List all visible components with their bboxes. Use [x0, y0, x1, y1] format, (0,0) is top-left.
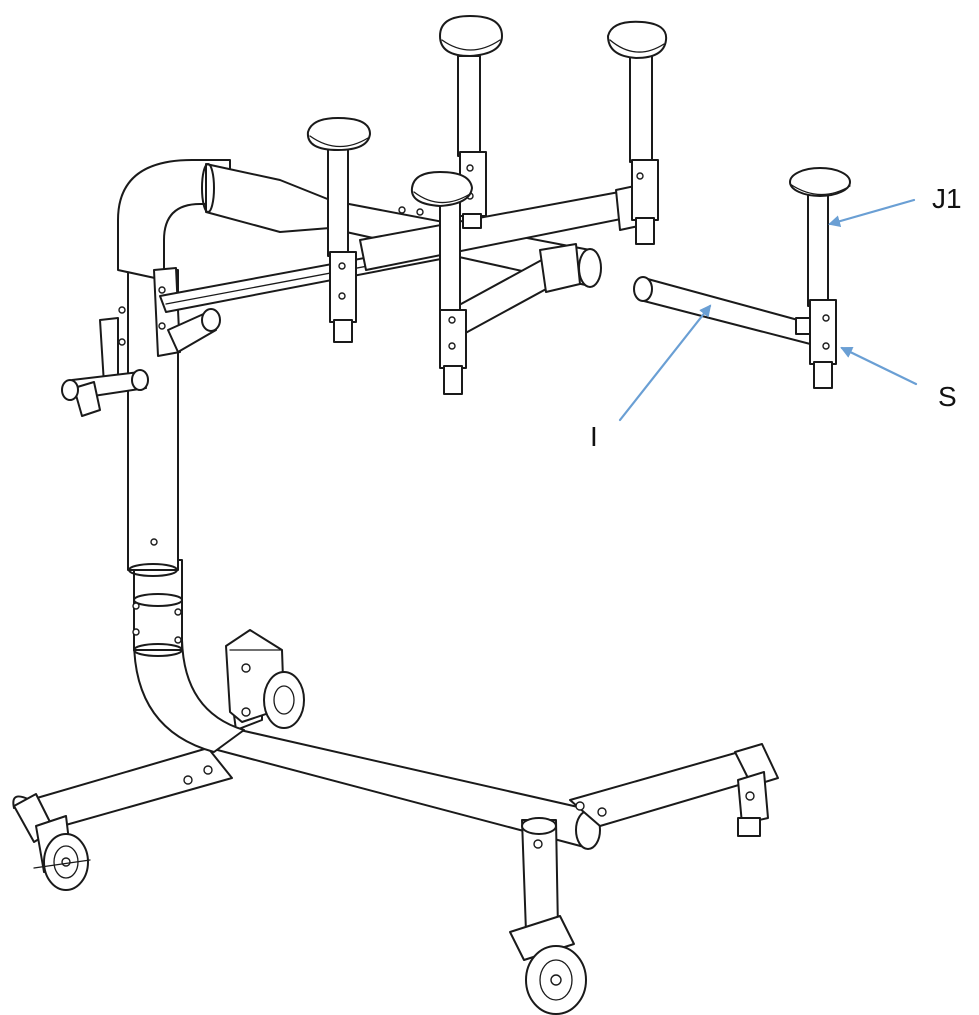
caster-rear-right [737, 771, 769, 837]
detached-tube-I [639, 277, 821, 347]
pad-rear-left [439, 15, 503, 57]
pointer-I [618, 304, 712, 422]
pad-front-left [306, 117, 371, 151]
base-frame [12, 689, 779, 850]
pivot-knob [167, 308, 221, 353]
upper-tube-main-end [578, 248, 602, 288]
post-front-left [306, 117, 371, 343]
crank-handle [61, 317, 149, 417]
label-I: I [590, 421, 598, 452]
detached-tube-I-end [633, 276, 653, 302]
upper-frame [327, 183, 649, 337]
pad-rear-right [607, 20, 668, 59]
caster-rear-left [225, 629, 305, 729]
post-rear-right [607, 20, 668, 245]
label-S: S [938, 381, 957, 412]
main-column [117, 159, 331, 753]
detached-post-J1 [807, 193, 829, 307]
column-lower-bend [133, 639, 245, 753]
caster-front-center [509, 817, 587, 1015]
detached-sleeve-S [809, 299, 837, 365]
label-J1: J1 [932, 183, 962, 214]
detached-arm-assembly [633, 167, 851, 389]
caster-front-left [33, 815, 91, 891]
labels: J1 S I [590, 183, 962, 452]
pointer-arrows [618, 198, 918, 422]
post-front-center [410, 171, 473, 395]
pointer-S [840, 346, 918, 386]
post-rear-left [439, 15, 503, 229]
pointer-J1 [828, 198, 916, 228]
pad-front-center [410, 171, 473, 207]
detached-pad [789, 167, 851, 197]
